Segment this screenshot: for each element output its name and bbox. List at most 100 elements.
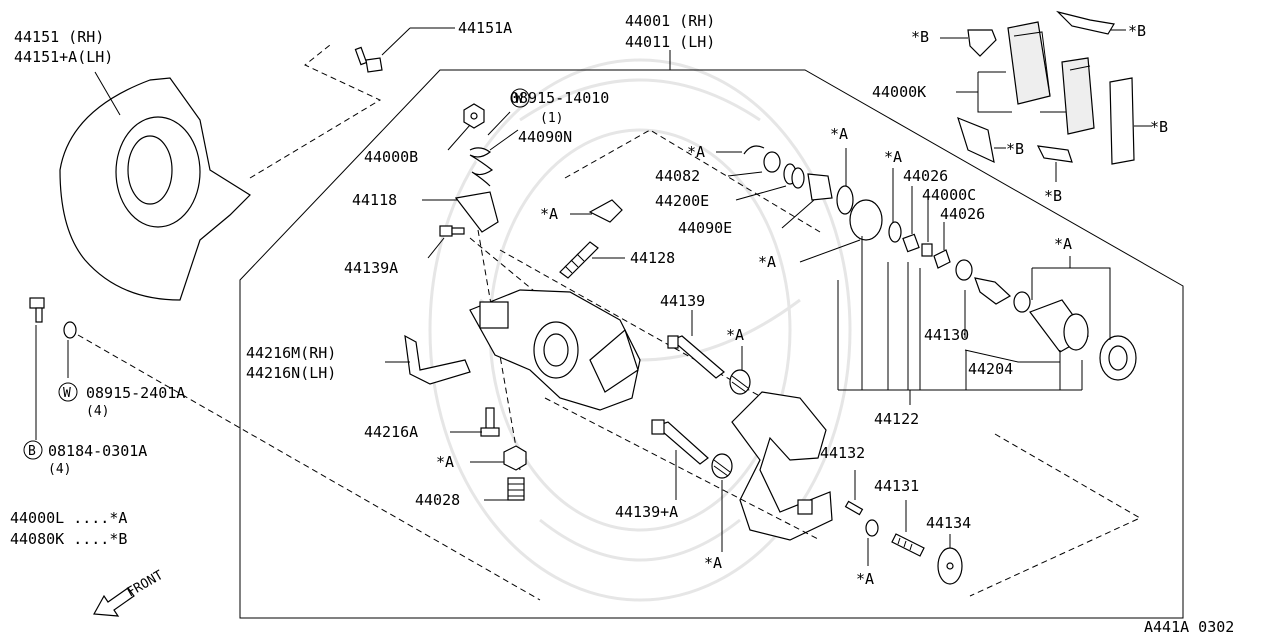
label-a-boot2: *A — [704, 554, 722, 572]
label-b1: *B — [911, 28, 929, 46]
label-44216m: 44216M(RH) — [246, 344, 336, 362]
label-44151: 44151 (RH) — [14, 28, 104, 46]
washer-08915 — [63, 321, 77, 339]
leader-44151 — [94, 71, 121, 116]
svg-text:W: W — [63, 386, 71, 401]
ring-a2 — [836, 185, 854, 215]
nut-44000b — [463, 103, 485, 129]
bolt-08184 — [29, 297, 45, 323]
ring-44082 — [763, 151, 781, 173]
seal-44026b — [933, 249, 951, 269]
spring-44090n — [469, 147, 494, 187]
adjuster-44090e — [807, 173, 833, 201]
label-44151a: 44151A — [458, 19, 512, 37]
label-44131: 44131 — [874, 477, 919, 495]
label-44026b: 44026 — [940, 205, 985, 223]
pin-44139 — [667, 335, 725, 379]
clip-b5 — [1036, 145, 1073, 163]
pin-44132 — [844, 500, 864, 516]
label-a-ring4: *A — [856, 570, 874, 588]
bolt-44139a — [439, 225, 465, 237]
label-44028: 44028 — [415, 491, 460, 509]
screw-44131 — [891, 533, 925, 557]
piston — [1029, 299, 1089, 353]
label-b-08184: 08184-0301A — [48, 442, 147, 460]
label-diagram-code: A441A 0302 — [1144, 618, 1234, 636]
boot-a2 — [711, 453, 733, 479]
seal-44130 — [955, 259, 973, 281]
label-qty-4a: (4) — [86, 404, 109, 419]
label-b3: *B — [1150, 118, 1168, 136]
label-44200e: 44200E — [655, 192, 709, 210]
shim-b4 — [957, 116, 995, 164]
bolt-44216a — [480, 407, 500, 437]
plate-44134 — [937, 547, 963, 585]
bracket-44216m — [404, 334, 471, 385]
label-44216a: 44216A — [364, 423, 418, 441]
dash-left-bolt — [77, 334, 541, 601]
dust-shield — [59, 77, 251, 301]
bracket-44118 — [454, 191, 499, 233]
label-a-seal: *A — [758, 253, 776, 271]
seal-44000c — [921, 243, 933, 257]
svg-text:W: W — [515, 92, 523, 107]
label-44000k: 44000K — [872, 83, 926, 101]
label-44118: 44118 — [352, 191, 397, 209]
piston-boot — [1099, 335, 1137, 381]
label-44216n: 44216N(LH) — [246, 364, 336, 382]
label-a-ring1: *A — [687, 143, 705, 161]
leader-44122 — [837, 236, 1083, 391]
brake-pad-1 — [1007, 21, 1051, 105]
leader-44090n — [489, 129, 519, 151]
seal-large-a — [849, 199, 883, 241]
piston-rod-44204 — [974, 277, 1031, 313]
svg-text:B: B — [28, 444, 36, 459]
label-44134: 44134 — [926, 514, 971, 532]
label-b2: *B — [1128, 22, 1146, 40]
spring-44200e — [783, 163, 805, 189]
boot-a1 — [729, 369, 751, 395]
label-front: FRONT — [125, 568, 167, 601]
label-44128: 44128 — [630, 249, 675, 267]
pin-44128 — [559, 241, 599, 279]
label-a-ring3: *A — [884, 148, 902, 166]
label-w-08915-14010: 08915-14010 — [510, 89, 609, 107]
label-44139-a: 44139+A — [615, 503, 678, 521]
label-44139: 44139 — [660, 292, 705, 310]
label-w-08915-2401a: 08915-2401A — [86, 384, 185, 402]
shim-b2 — [1056, 10, 1115, 35]
seal-44026a — [902, 233, 920, 253]
label-a-boot1: *A — [726, 326, 744, 344]
label-44001: 44001 (RH) — [625, 12, 715, 30]
leader-44000k — [956, 71, 1012, 113]
label-44139a: 44139A — [344, 259, 398, 277]
label-44204: 44204 — [968, 360, 1013, 378]
label-44122: 44122 — [874, 410, 919, 428]
label-b4: *B — [1006, 140, 1024, 158]
watermark-emblem — [428, 58, 852, 602]
ring-a3 — [888, 221, 902, 243]
label-44130: 44130 — [924, 326, 969, 344]
leader-44151a — [381, 27, 411, 56]
label-44090e: 44090E — [678, 219, 732, 237]
label-a-ring2: *A — [830, 125, 848, 143]
label-a-cap: *A — [436, 453, 454, 471]
label-44080k: 44080K ....*B — [10, 530, 127, 548]
dash-piston-group — [564, 129, 821, 233]
cap-a — [503, 445, 527, 471]
label-44000b: 44000B — [364, 148, 418, 166]
shim-b3 — [1109, 77, 1135, 165]
boot-upper — [588, 199, 623, 223]
label-a-piston: *A — [1054, 235, 1072, 253]
label-44082: 44082 — [655, 167, 700, 185]
bolt-44151a — [354, 46, 383, 73]
label-qty-4b: (4) — [48, 462, 71, 477]
label-qty-1: (1) — [540, 111, 563, 126]
shim-b1 — [967, 29, 997, 57]
label-44132: 44132 — [820, 444, 865, 462]
bleeder-44028 — [507, 477, 525, 501]
label-44011: 44011 (LH) — [625, 33, 715, 51]
assembly-frame — [239, 69, 1184, 619]
circle-b-marker: B — [23, 440, 43, 460]
